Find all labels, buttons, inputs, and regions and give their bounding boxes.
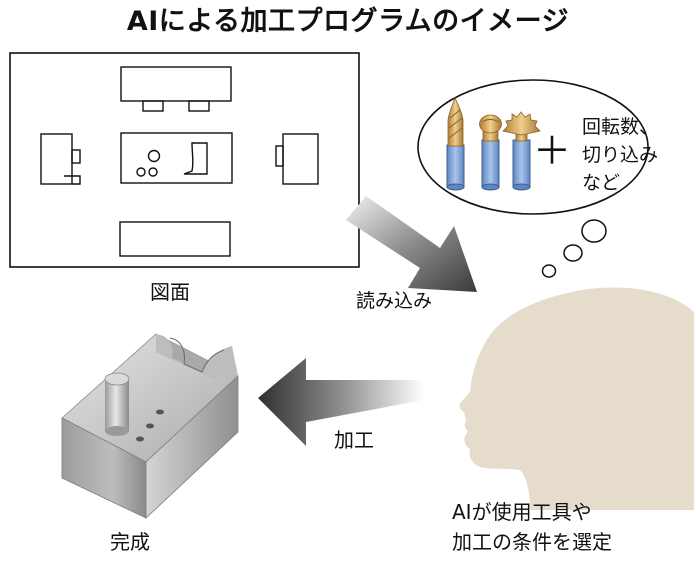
- drawing-front-view: [120, 132, 233, 184]
- ai-selection-caption: AIが使用工具や 加工の条件を選定: [452, 500, 612, 554]
- technical-drawing: [9, 52, 360, 268]
- tool-parameters-label: 回転数、 切り込み など: [582, 116, 659, 194]
- machining-arrow: [258, 358, 424, 446]
- face-mill-icon: [502, 111, 541, 191]
- drawing-bottom-view: [119, 221, 231, 257]
- machined-part: [61, 333, 239, 519]
- complete-label: 完成: [110, 530, 150, 554]
- cutting-tools: [446, 96, 541, 191]
- machining-label: 加工: [334, 428, 374, 452]
- read-arrow: [346, 196, 477, 292]
- drawing-left-view: [40, 133, 81, 185]
- drawing-label: 図面: [150, 280, 190, 304]
- drawing-border: [9, 52, 360, 268]
- drawing-top-view: [120, 66, 232, 112]
- page-title: AIによる加工プログラムのイメージ: [126, 6, 570, 37]
- ball-end-mill-icon: [479, 114, 502, 191]
- plus-sign: ＋: [533, 129, 572, 173]
- drawing-right-view: [275, 133, 319, 185]
- read-label: 読み込み: [356, 290, 433, 312]
- thought-bubble: [417, 79, 649, 278]
- drill-tool-icon: [446, 96, 465, 191]
- human-head: [459, 287, 694, 510]
